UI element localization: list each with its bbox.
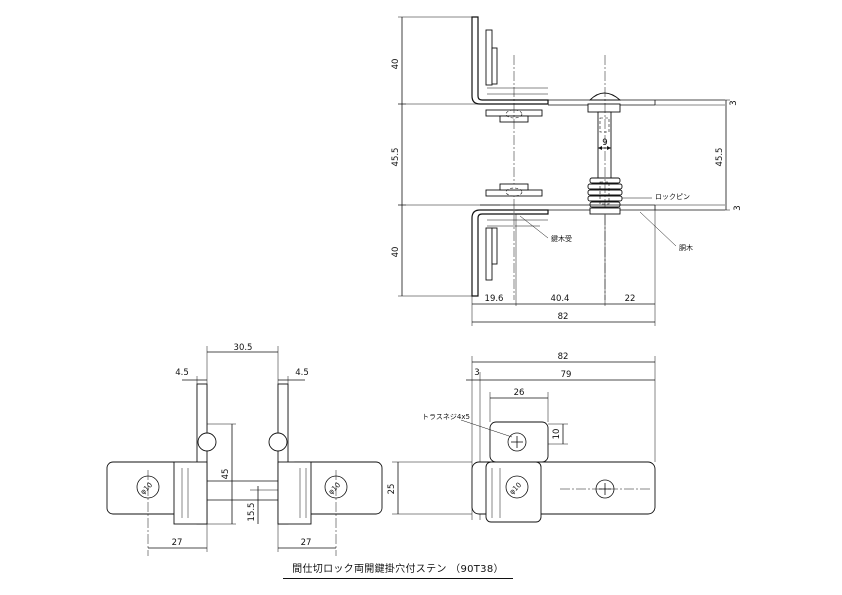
dim-bracket-spacing: 30.5 <box>234 343 253 353</box>
dim-right-width: 27 <box>301 538 312 548</box>
lower-receiver <box>485 189 543 197</box>
dim-upper-height: 40 <box>391 59 401 70</box>
dim-plate-thickness-top: 3 <box>729 100 739 105</box>
dim-left-thickness: 4.5 <box>175 368 189 378</box>
pin-spring <box>587 177 623 208</box>
dim-bracket-height: 45 <box>221 469 231 480</box>
front-view: 30.5 4.5 4.5 φ10 φ10 45 <box>106 343 383 556</box>
dim-right-thickness: 4.5 <box>295 368 309 378</box>
label-receiver: 鍵木受 <box>551 234 572 243</box>
dim-top-length: 79 <box>561 370 572 380</box>
dim-pin-offset-height: 15.5 <box>247 503 257 522</box>
label-frame-wood: 胴木 <box>679 243 693 252</box>
dim-pin-diameter: 9 <box>602 138 607 148</box>
drawing-caption: 間仕切ロック両開鍵掛穴付ステン （90T38） <box>283 562 513 579</box>
dim-pin-offset: 40.4 <box>551 294 570 304</box>
dim-screw-offset: 10 <box>552 429 562 440</box>
label-lock-pin: ロックピン <box>655 193 690 201</box>
truss-screw <box>507 432 527 452</box>
top-view-hole <box>505 475 529 499</box>
dim-top-total: 82 <box>558 352 569 362</box>
dim-pin-travel: 45.5 <box>715 148 725 167</box>
label-truss-screw: トラスネジ4x5 <box>422 413 470 421</box>
dim-lower-height: 40 <box>391 247 401 258</box>
dim-middle-height: 45.5 <box>391 148 401 167</box>
dim-plate-thickness-bottom: 3 <box>733 205 743 210</box>
dim-screw-spacing: 26 <box>514 388 525 398</box>
dim-bracket-offset: 19.6 <box>485 294 504 304</box>
dim-total-length: 82 <box>558 312 569 322</box>
dim-left-width: 27 <box>172 538 183 548</box>
upper-l-bracket <box>471 16 549 105</box>
top-view: 82 3 79 26 10 トラスネジ4x5 φ10 <box>387 352 656 523</box>
lower-l-bracket <box>471 209 549 297</box>
side-view: 40 45.5 40 <box>391 16 743 326</box>
dim-plate-height: 25 <box>387 484 397 495</box>
dim-plate-tail: 22 <box>625 294 636 304</box>
dim-top-edge: 3 <box>474 368 479 378</box>
